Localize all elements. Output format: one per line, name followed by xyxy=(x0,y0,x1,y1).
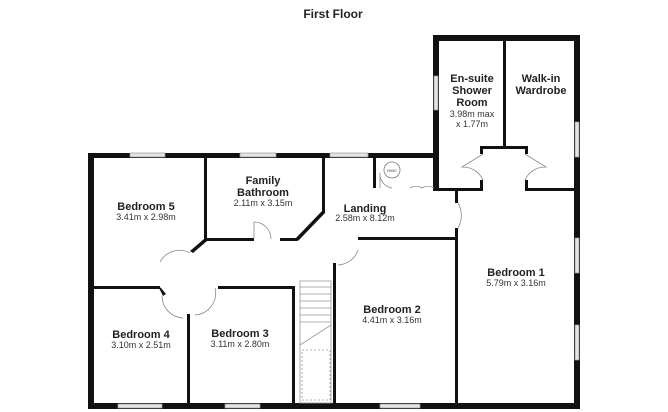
walls xyxy=(88,35,580,409)
room-name: Landing xyxy=(344,203,387,215)
room-bedroom1: Bedroom 1 5.79m x 3.16m xyxy=(486,267,546,288)
staircase xyxy=(299,280,332,404)
hwc-label: HWC xyxy=(387,168,397,173)
room-name: Bedroom 4 xyxy=(112,329,170,341)
room-family-bathroom: Family Bathroom 2.11m x 3.15m xyxy=(234,175,293,208)
room-name: Bedroom 1 xyxy=(487,267,544,279)
room-dimensions: 3.98m max xyxy=(450,109,495,119)
room-bedroom5: Bedroom 5 3.41m x 2.98m xyxy=(116,201,176,222)
room-name: En-suite xyxy=(450,73,493,85)
room-name: Bedroom 5 xyxy=(117,201,174,213)
room-dimensions: 3.11m x 2.80m xyxy=(211,339,270,349)
room-dimensions: 2.58m x 8.12m xyxy=(335,213,395,223)
room-name: Family xyxy=(246,175,282,187)
room-dimensions: x 1.77m xyxy=(456,119,488,129)
room-walk-in-wardrobe: Walk-in Wardrobe xyxy=(516,73,567,97)
plan-title: First Floor xyxy=(303,7,363,21)
room-dimensions: 2.11m x 3.15m xyxy=(234,198,293,208)
room-name: Shower xyxy=(452,85,492,97)
room-dimensions: 4.41m x 3.16m xyxy=(362,315,422,325)
room-name: Bathroom xyxy=(237,187,289,199)
room-ensuite: En-suite Shower Room 3.98m max x 1.77m xyxy=(450,73,495,129)
hwc-tank: HWC xyxy=(383,161,401,179)
doors xyxy=(159,153,548,319)
room-labels: En-suite Shower Room 3.98m max x 1.77m W… xyxy=(111,73,566,350)
room-bedroom3: Bedroom 3 3.11m x 2.80m xyxy=(211,328,270,349)
room-landing: Landing 2.58m x 8.12m xyxy=(335,203,395,223)
room-name: Walk-in xyxy=(522,73,561,85)
room-bedroom4: Bedroom 4 3.10m x 2.51m xyxy=(111,329,171,350)
room-name: Bedroom 2 xyxy=(363,304,420,316)
room-name: Wardrobe xyxy=(516,85,567,97)
room-dimensions: 3.41m x 2.98m xyxy=(116,212,176,222)
windows xyxy=(117,75,580,409)
room-name: Bedroom 3 xyxy=(211,328,268,340)
room-dimensions: 5.79m x 3.16m xyxy=(486,278,546,288)
room-dimensions: 3.10m x 2.51m xyxy=(111,340,171,350)
room-name: Room xyxy=(456,97,487,109)
room-bedroom2: Bedroom 2 4.41m x 3.16m xyxy=(362,304,422,325)
